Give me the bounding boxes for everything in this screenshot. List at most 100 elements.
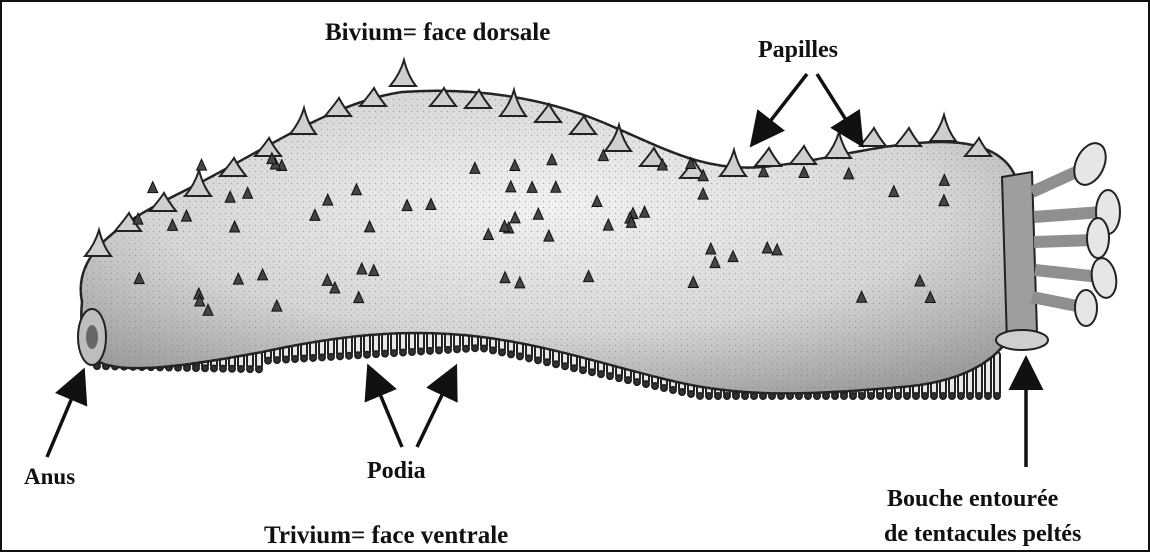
papilla-dot <box>197 159 207 170</box>
podium-tip <box>220 366 226 372</box>
podium-tip <box>976 393 982 399</box>
mouth-label-line-2: de tentacules peltés <box>884 522 1081 546</box>
arrow-podia-left <box>370 370 402 447</box>
podium-tip <box>904 393 910 399</box>
papilla-dot <box>148 182 158 193</box>
papilla-spike <box>930 115 956 141</box>
podium-tip <box>940 393 946 399</box>
podium-tip <box>373 351 379 357</box>
podium-tip <box>436 347 442 353</box>
podium-tip <box>427 348 433 354</box>
podium-tip <box>472 345 478 351</box>
arrow-papilles-left <box>754 74 807 142</box>
podium-tip <box>490 347 496 353</box>
podium-tip <box>742 393 748 399</box>
dorsal-face-label: Bivium= face dorsale <box>325 20 550 45</box>
podium-tip <box>931 393 937 399</box>
ventral-face-label: Trivium= face ventrale <box>264 523 508 548</box>
podium-tip <box>652 383 658 389</box>
podium-tip <box>967 393 973 399</box>
podium-tip <box>301 355 307 361</box>
podia-label: Podia <box>367 459 426 483</box>
podium-tip <box>328 354 334 360</box>
podium-tip <box>922 393 928 399</box>
podium-tip <box>841 393 847 399</box>
podium-tip <box>274 357 280 363</box>
podium-tip <box>364 352 370 358</box>
podium-tip <box>499 349 505 355</box>
anus-label: Anus <box>24 465 75 488</box>
arrow-podia-right <box>417 370 454 447</box>
podium-tip <box>202 365 208 371</box>
podium-tip <box>895 393 901 399</box>
podium-tip <box>868 393 874 399</box>
podium-tip <box>625 377 631 383</box>
podium-tip <box>859 393 865 399</box>
podium-tip <box>724 393 730 399</box>
podium-tip <box>211 365 217 371</box>
papilla-spike <box>860 128 886 146</box>
podium-tip <box>571 365 577 371</box>
podium-tip <box>850 393 856 399</box>
podium-tip <box>400 350 406 356</box>
podium-tip <box>508 351 514 357</box>
podium-tip <box>409 349 415 355</box>
podium-tip <box>949 393 955 399</box>
podium-tip <box>535 357 541 363</box>
podium-tip <box>580 367 586 373</box>
podium-tip <box>823 393 829 399</box>
podium-tip <box>598 371 604 377</box>
podium-tip <box>355 352 361 358</box>
papilla-spike <box>390 60 416 86</box>
podium-tip <box>463 346 469 352</box>
podium-tip <box>886 393 892 399</box>
podium-tip <box>382 351 388 357</box>
papilla-spike <box>720 150 746 176</box>
podium-tip <box>616 375 622 381</box>
podium-tip <box>913 393 919 399</box>
podium-tip <box>265 358 271 364</box>
papilla-spike <box>790 146 816 164</box>
podium-tip <box>256 366 262 372</box>
podium-tip <box>562 363 568 369</box>
arrow-anus <box>47 374 82 457</box>
peltate-tentacles <box>1032 138 1120 326</box>
mouth-label-line-1: Bouche entourée <box>887 487 1058 511</box>
podium-tip <box>832 393 838 399</box>
podium-tip <box>337 353 343 359</box>
podium-tip <box>526 355 532 361</box>
podium-tip <box>643 381 649 387</box>
podium-tip <box>247 366 253 372</box>
podium-tip <box>634 379 640 385</box>
podium-tip <box>706 393 712 399</box>
podium-tip <box>544 359 550 365</box>
podium-tip <box>454 346 460 352</box>
podium-tip <box>958 393 964 399</box>
podium-tip <box>553 361 559 367</box>
podium <box>994 352 1000 396</box>
podium-tip <box>607 373 613 379</box>
podium-tip <box>994 393 1000 399</box>
podium-tip <box>283 357 289 363</box>
papilla-spike <box>755 148 781 166</box>
podium-tip <box>679 389 685 395</box>
podium-tip <box>391 350 397 356</box>
podium-tip <box>193 365 199 371</box>
podium-tip <box>346 353 352 359</box>
podium-tip <box>688 391 694 397</box>
podium-tip <box>985 393 991 399</box>
podium-tip <box>715 393 721 399</box>
podium-tip <box>697 393 703 399</box>
podium-tip <box>517 353 523 359</box>
papilla-spike <box>290 108 316 134</box>
papillae-label: Papilles <box>758 38 838 62</box>
podium-tip <box>589 369 595 375</box>
podium-tip <box>238 366 244 372</box>
podium-tip <box>670 387 676 393</box>
anus-end <box>78 309 106 365</box>
podium-tip <box>733 393 739 399</box>
papilla-spike <box>895 128 921 146</box>
podium-tip <box>445 347 451 353</box>
